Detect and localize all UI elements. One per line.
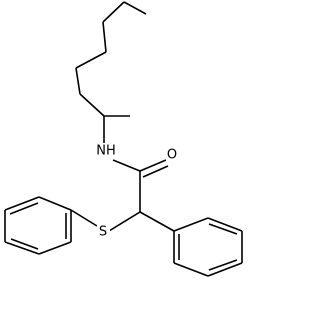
right-ring-double-1 <box>208 223 238 235</box>
molecule-canvas: NH O S <box>4 1 243 277</box>
bond-c3-c4 <box>102 21 107 53</box>
sulfur-label: S <box>99 225 107 240</box>
left-ring-bond-5 <box>38 241 72 255</box>
bond-calpha-s <box>108 211 141 232</box>
bond-s-ring <box>70 209 98 227</box>
left-ring-double-2 <box>10 238 39 250</box>
structure-diagram: NH O S <box>4 1 243 277</box>
bond-carbonyl-o-a <box>139 159 167 172</box>
bond-c5-c6 <box>75 67 81 95</box>
left-ring-bond-4 <box>4 241 40 255</box>
left-ring-bond-1 <box>38 196 72 211</box>
left-ring-double-1 <box>9 202 39 215</box>
bond-c6-c7 <box>79 93 105 117</box>
bond-n-carbonyl <box>112 159 141 172</box>
right-ring-bond-5 <box>173 262 209 277</box>
left-ring-bond-2 <box>4 196 40 211</box>
bond-calpha-phenyl <box>139 211 175 232</box>
right-ring-bond-4 <box>207 262 243 277</box>
bond-c1-c2 <box>123 1 147 15</box>
right-ring-bond-1 <box>173 217 209 232</box>
right-ring-bond-2 <box>207 217 243 232</box>
oxygen-label: O <box>167 148 177 163</box>
bond-carbonyl-o-b <box>142 165 169 178</box>
bond-c4-c5 <box>75 51 107 69</box>
bond-c2-c3 <box>102 1 125 23</box>
nitrogen-label: NH <box>96 144 116 159</box>
right-ring-double-2 <box>208 259 238 271</box>
